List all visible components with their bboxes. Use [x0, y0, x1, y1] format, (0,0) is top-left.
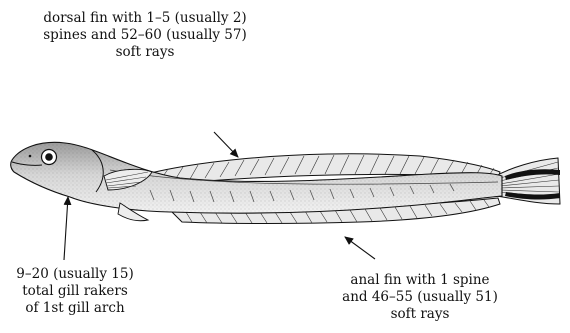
gill-rakers-arrow — [64, 197, 68, 260]
dorsal-fin-arrow — [214, 132, 238, 157]
anal-fin-arrow — [345, 237, 375, 259]
nostril — [29, 155, 32, 158]
pupil — [45, 153, 53, 161]
